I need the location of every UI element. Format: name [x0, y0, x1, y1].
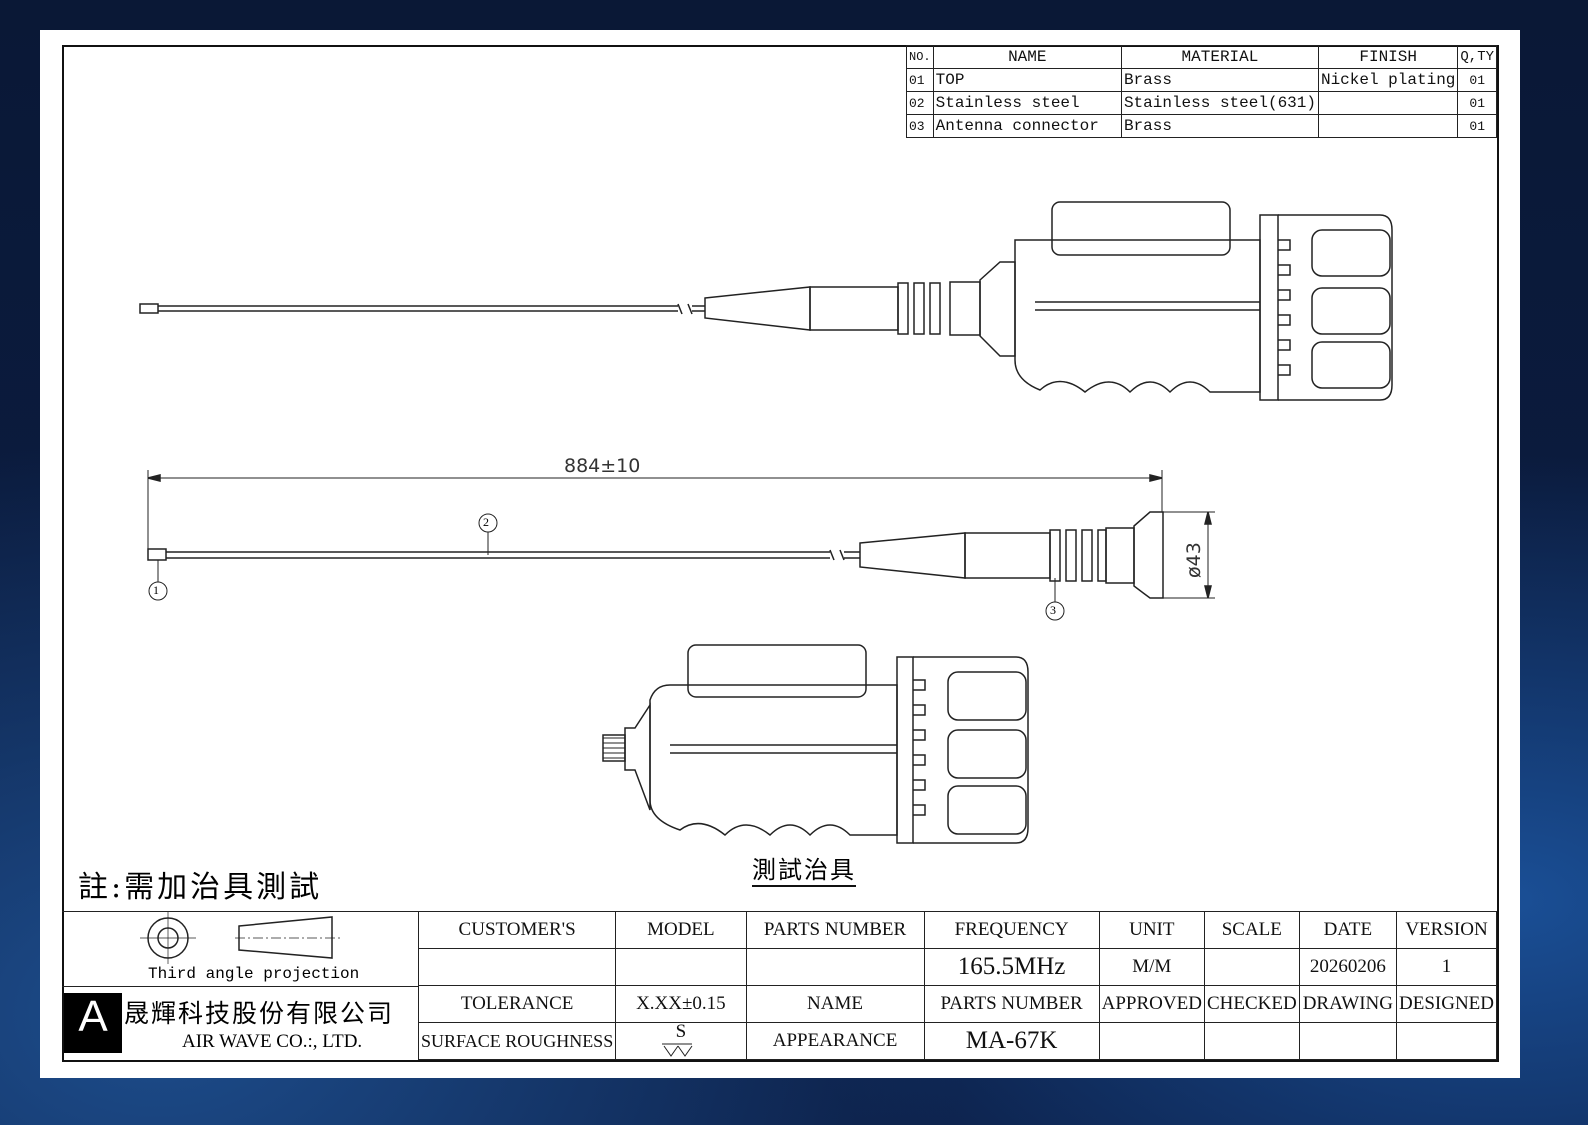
cell-finish: [1317, 114, 1459, 138]
projection-label: Third angle projection: [148, 965, 360, 983]
antenna-top-view: [139, 201, 1393, 401]
date-value: 20260206: [1298, 948, 1398, 986]
third-angle-projection-icon: [140, 912, 340, 964]
balloon-1: 1: [153, 583, 159, 597]
length-dimension: 884±10: [564, 455, 641, 477]
parts-table: NO. NAME MATERIAL FINISH Q,TY 01 TOP Bra…: [906, 45, 1497, 138]
cell-qty: 01: [1457, 68, 1497, 92]
parts-number-header: PARTS NUMBER: [745, 911, 925, 949]
table-row: 03 Antenna connector Brass 01: [906, 114, 1497, 138]
scale-label: SCALE: [1203, 911, 1300, 949]
unit-label: UNIT: [1098, 911, 1205, 949]
checked-label: CHECKED: [1203, 985, 1300, 1023]
tolerance-label: TOLERANCE: [417, 985, 617, 1023]
table-row: 02 Stainless steel Stainless steel(631) …: [906, 91, 1497, 115]
title-block-divider: [62, 986, 418, 987]
unit-value: M/M: [1098, 948, 1205, 986]
appearance-label: APPEARANCE: [745, 1022, 925, 1060]
drawing-sheet: [40, 30, 1520, 1078]
parts-number-value-top: [745, 948, 925, 986]
company-name-cn: 晟輝科技股份有限公司: [124, 999, 395, 1028]
note-text: 註:需加治具測試: [78, 870, 323, 905]
table-row: 01 TOP Brass Nickel plating 01: [906, 68, 1497, 92]
customers-value: [417, 948, 617, 986]
checked-value: [1203, 1022, 1300, 1060]
model-label: MODEL: [615, 911, 747, 949]
title-block-table: CUSTOMER'S MODEL PARTS NUMBER FREQUENCY …: [417, 911, 1497, 1060]
customers-label: CUSTOMER'S: [417, 911, 617, 949]
balloon-2: 2: [483, 515, 489, 529]
designed-value: [1396, 1022, 1497, 1060]
tolerance-value: X.XX±0.15: [615, 985, 747, 1023]
cell-name: Stainless steel: [932, 91, 1122, 115]
cell-material: Brass: [1120, 114, 1319, 138]
parts-number-label: PARTS NUMBER: [923, 985, 1100, 1023]
company-logo: A: [64, 993, 122, 1053]
cell-finish: [1317, 91, 1459, 115]
frequency-label: FREQUENCY: [923, 911, 1100, 949]
cell-qty: 01: [1457, 114, 1497, 138]
approved-value: [1098, 1022, 1205, 1060]
fixture-caption: 測試治具: [752, 850, 856, 887]
drawing-value: [1298, 1022, 1398, 1060]
version-label: VERSION: [1396, 911, 1497, 949]
model-value: [615, 948, 747, 986]
cell-name: Antenna connector: [932, 114, 1122, 138]
cell-material: Brass: [1120, 68, 1319, 92]
company-name-en: AIR WAVE CO.:, LTD.: [182, 1031, 363, 1052]
designed-label: DESIGNED: [1396, 985, 1497, 1023]
surface-roughness-label: SURFACE ROUGHNESS: [417, 1022, 617, 1060]
scale-value: [1203, 948, 1300, 986]
table-header-row: NO. NAME MATERIAL FINISH Q,TY: [906, 45, 1497, 69]
version-value: 1: [1396, 948, 1497, 986]
date-label: DATE: [1298, 911, 1398, 949]
drawing-border: [62, 45, 1499, 1062]
cell-name: TOP: [932, 68, 1122, 92]
name-label: NAME: [745, 985, 925, 1023]
test-fixture-view: [602, 644, 1029, 844]
frequency-value: 165.5MHz: [923, 948, 1100, 986]
cell-material: Stainless steel(631): [1120, 91, 1319, 115]
header-name: NAME: [932, 45, 1122, 69]
parts-number-value: MA-67K: [923, 1022, 1100, 1060]
antenna-side-view: [147, 470, 1215, 621]
balloon-3: 3: [1050, 603, 1056, 617]
roughness-symbol: S: [615, 1022, 747, 1060]
header-no: NO.: [906, 45, 934, 69]
diameter-dimension: ø43: [1183, 542, 1205, 578]
drawing-label: DRAWING: [1298, 985, 1398, 1023]
approved-label: APPROVED: [1098, 985, 1205, 1023]
